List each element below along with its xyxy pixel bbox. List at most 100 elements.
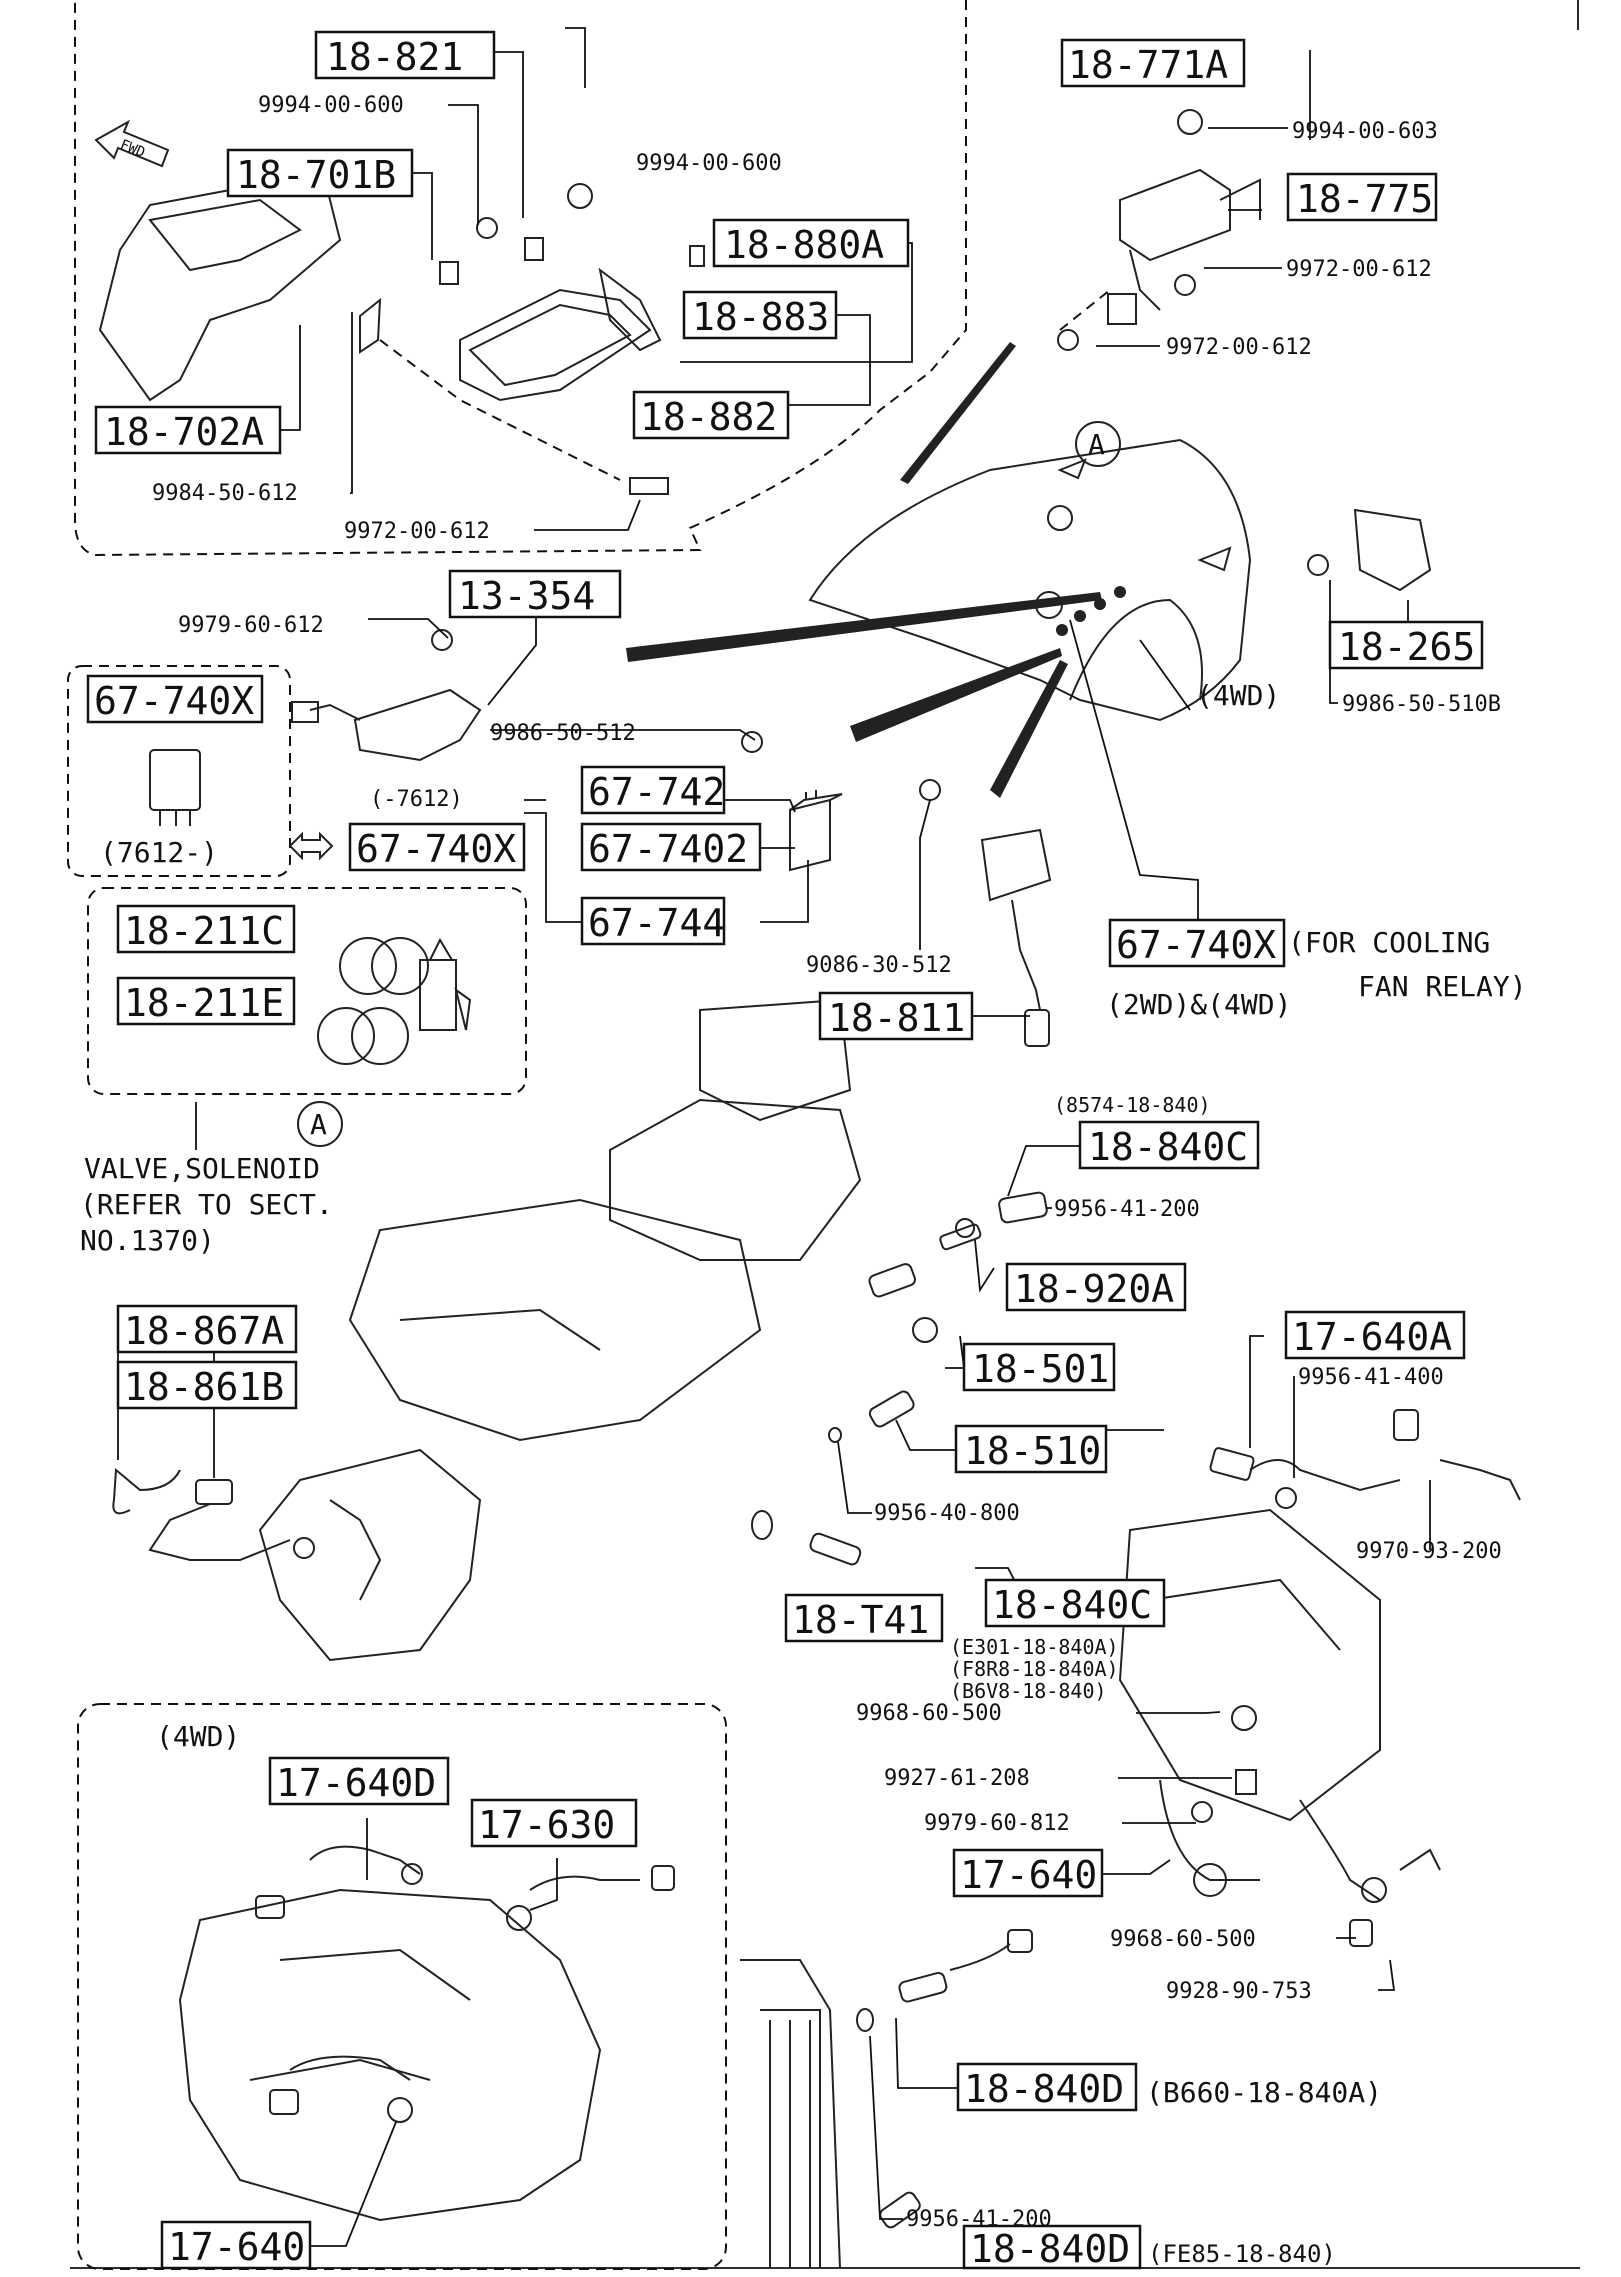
note-f8r8: (F8R8-18-840A) [950,1657,1119,1681]
callout-18-920a[interactable]: 18-920A [1005,1262,1187,1312]
callout-17-630[interactable]: 17-630 [470,1798,638,1848]
part-number: 9086-30-512 [806,953,952,978]
relay-67-742 [789,790,843,872]
note-4wd-box: (4WD) [156,1720,240,1753]
callout-18-701b[interactable]: 18-701B [226,148,414,198]
part-number: 9968-60-500 [856,1701,1002,1726]
part-number: 9994-00-600 [636,151,782,176]
relay-67-740x-alt [149,749,201,826]
callout-17-640d[interactable]: 17-640D [268,1756,450,1806]
svg-text:18-840D: 18-840D [970,2227,1130,2271]
callout-18-510[interactable]: 18-510 [954,1424,1108,1474]
callout-67-7402[interactable]: 67-7402 [580,822,762,872]
part-number: 9979-60-612 [178,613,324,638]
part-number: 9986-50-512 [490,721,636,746]
svg-text:18-510: 18-510 [964,1429,1101,1473]
callout-13-354[interactable]: 13-354 [448,569,622,619]
callout-67-744[interactable]: 67-744 [580,896,725,946]
part-number: 9984-50-612 [152,481,298,506]
solenoid-valve-outline [87,887,527,1095]
callout-18-771a[interactable]: 18-771A [1060,38,1246,88]
callout-18-775[interactable]: 18-775 [1286,172,1438,222]
callout-17-640-right[interactable]: 17-640 [952,1848,1104,1898]
bracket-13-354 [291,629,763,762]
callout-17-640-bottom[interactable]: 17-640 [160,2220,312,2270]
svg-text:17-640: 17-640 [168,2225,305,2269]
svg-text:18-840C: 18-840C [1088,1125,1248,1169]
callout-18-265[interactable]: 18-265 [1328,620,1484,670]
part-number: 9956-40-800 [874,1501,1020,1526]
svg-text:18-771A: 18-771A [1068,43,1228,87]
part-number: 9979-60-812 [924,1811,1070,1836]
note-8574: (8574-18-840) [1054,1093,1211,1117]
callout-67-740x-alt[interactable]: 67-740X [86,674,264,724]
relay-alt-outline [67,665,291,877]
note-section-no: NO.1370) [80,1224,215,1257]
note-minus-7612: (-7612) [370,787,463,812]
note-7612-plus: (7612-) [100,836,218,869]
callout-18-821[interactable]: 18-821 [314,30,496,80]
part-number: 9956-41-200 [906,2207,1052,2232]
part-number: 9986-50-510B [1342,692,1501,717]
callout-18-840d-mid[interactable]: 18-840D [956,2062,1138,2112]
callout-18-t41[interactable]: 18-T41 [784,1593,944,1643]
svg-text:18-701B: 18-701B [236,153,396,197]
svg-text:18-T41: 18-T41 [792,1598,929,1642]
callout-18-840c-top[interactable]: 18-840C [1078,1120,1260,1170]
view-a-marker-solenoid: A [297,1101,343,1147]
cooling-fan-relay [919,779,1052,1047]
svg-text:67-742: 67-742 [588,770,725,814]
callout-17-640a[interactable]: 17-640A [1284,1310,1466,1360]
callout-18-883[interactable]: 18-883 [682,290,838,340]
part-number: 9994-00-600 [258,93,404,118]
svg-text:13-354: 13-354 [458,574,595,618]
bracket-18-265 [1307,508,1432,592]
svg-text:18-811: 18-811 [828,996,965,1040]
svg-text:67-7402: 67-7402 [588,827,748,871]
callout-18-861b[interactable]: 18-861B [116,1360,298,1410]
note-4wd-top: (4WD) [1196,679,1280,712]
svg-text:A: A [310,1108,327,1141]
svg-text:18-211E: 18-211E [124,981,284,1025]
callout-18-840d-bottom[interactable]: 18-840D [962,2224,1142,2271]
callout-67-740x[interactable]: 67-740X [348,822,526,872]
svg-text:18-702A: 18-702A [104,410,264,454]
svg-text:18-840C: 18-840C [992,1583,1152,1627]
part-number: 9994-00-603 [1292,119,1438,144]
svg-text:18-840D: 18-840D [964,2067,1124,2111]
svg-text:18-861B: 18-861B [124,1365,284,1409]
callout-67-740x-cooling[interactable]: 67-740X [1108,918,1286,968]
callout-67-742[interactable]: 67-742 [580,765,725,815]
part-number: 9927-61-208 [884,1766,1030,1791]
callout-18-501[interactable]: 18-501 [962,1342,1116,1392]
part-number: 9972-00-612 [1166,335,1312,360]
4wd-transfer-outline [77,1703,727,2270]
view-a-marker: A [1075,421,1121,467]
callout-18-840c-mid[interactable]: 18-840C [984,1578,1166,1628]
callout-18-867a[interactable]: 18-867A [116,1304,298,1354]
callout-18-211c[interactable]: 18-211C [116,904,296,954]
callout-18-702a[interactable]: 18-702A [94,405,282,455]
interchangeable-arrow-icon [288,831,334,861]
part-number: 9956-41-400 [1298,1365,1444,1390]
4wd-transfer-case [178,1845,675,2222]
callout-18-211e[interactable]: 18-211E [116,976,296,1026]
svg-text:18-883: 18-883 [692,295,829,339]
part-number: 9972-00-612 [344,519,490,544]
svg-text:18-867A: 18-867A [124,1309,284,1353]
callout-18-880a[interactable]: 18-880A [712,218,910,268]
note-valve-solenoid: VALVE,SOLENOID [84,1152,320,1185]
svg-text:18-880A: 18-880A [724,223,884,267]
svg-text:18-501: 18-501 [972,1347,1109,1391]
svg-text:17-630: 17-630 [478,1803,615,1847]
relay-18-771a [1057,109,1261,351]
callout-18-882[interactable]: 18-882 [632,390,790,440]
svg-text:67-740X: 67-740X [94,679,254,723]
note-for-cooling: (FOR COOLING [1288,926,1490,959]
callout-18-811[interactable]: 18-811 [818,991,974,1041]
part-number: 9968-60-500 [1110,1927,1256,1952]
part-number: 9972-00-612 [1286,257,1432,282]
svg-text:67-744: 67-744 [588,901,725,945]
ecu-group-outline [74,0,967,557]
